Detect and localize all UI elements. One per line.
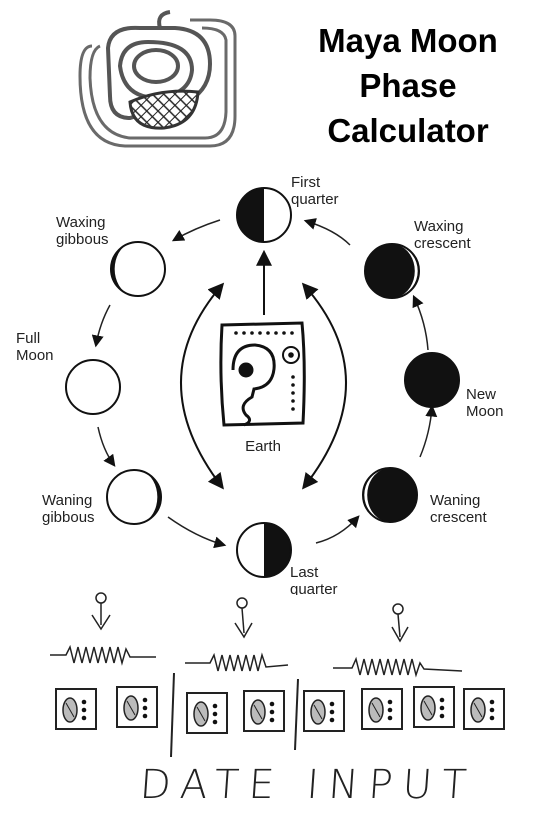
full-moon-label-line1: Full [16, 330, 40, 347]
first-quarter-label-line1: First [291, 174, 321, 191]
mayan-date-glyphs [50, 592, 505, 758]
title-line-1: Maya Moon [318, 22, 498, 59]
phase-waning-crescent: Waning crescent [362, 467, 488, 526]
new-moon-label-line1: New [466, 386, 496, 403]
svg-text:Waxing crescent: Waxing crescent [414, 218, 472, 252]
moon-phase-diagram: Earth First quarter Waxing crescent New … [16, 174, 504, 595]
svg-text:Waning gibbous: Waning gibbous [42, 492, 96, 526]
full-moon-icon [65, 359, 121, 415]
phase-waxing-gibbous: Waxing gibbous [56, 214, 166, 297]
waning-gibbous-moon-icon [106, 469, 162, 525]
svg-text:Full Moon: Full Moon [16, 330, 54, 364]
waning-crescent-label-line1: Waning [430, 492, 480, 509]
phase-waning-gibbous: Waning gibbous [42, 469, 162, 526]
phase-new-moon: New Moon [404, 352, 504, 420]
svg-text:Last quarter: Last quarter [290, 564, 338, 595]
earth-dots-right [291, 375, 295, 411]
waning-gibbous-label-line1: Waning [42, 492, 92, 509]
date-pointer-2 [234, 597, 253, 639]
waxing-gibbous-moon-icon [110, 241, 166, 297]
date-glyph-row [55, 686, 505, 734]
phase-full-moon: Full Moon [16, 330, 121, 415]
last-quarter-label-line2: quarter [290, 581, 338, 595]
date-input-label: DATE INPUT [138, 762, 478, 808]
first-quarter-label-line2: quarter [291, 191, 339, 208]
new-moon-icon [404, 352, 460, 408]
title-line-2: Phase [359, 67, 457, 104]
waning-crescent-moon-icon [362, 467, 418, 523]
waxing-crescent-label-line2: crescent [414, 235, 472, 252]
last-quarter-moon-icon [236, 522, 292, 578]
svg-text:Waxing gibbous: Waxing gibbous [56, 214, 110, 248]
waxing-gibbous-label-line1: Waxing [56, 214, 105, 231]
earth-arrows [180, 249, 347, 490]
svg-text:Waning crescent: Waning crescent [430, 492, 488, 526]
first-quarter-moon-icon [236, 187, 292, 243]
maya-moon-glyph-logo [78, 10, 237, 148]
date-pointer-1 [91, 592, 111, 631]
last-quarter-label-line1: Last [290, 564, 319, 581]
page-title: Maya Moon Phase Calculator [288, 18, 528, 153]
waxing-gibbous-label-line2: gibbous [56, 231, 109, 248]
svg-text:New Moon: New Moon [466, 386, 504, 420]
full-moon-label-line2: Moon [16, 347, 54, 364]
earth-label: Earth [245, 438, 281, 455]
earth-glyph: Earth [219, 321, 306, 455]
date-dividers [170, 672, 299, 758]
waxing-crescent-moon-icon [364, 243, 420, 299]
svg-text:First quarter: First quarter [291, 174, 339, 208]
title-line-3: Calculator [327, 112, 489, 149]
waning-crescent-label-line2: crescent [430, 509, 488, 526]
phase-waxing-crescent: Waxing crescent [364, 218, 472, 299]
earth-dots-top [234, 331, 294, 335]
new-moon-label-line2: Moon [466, 403, 504, 420]
waning-gibbous-label-line2: gibbous [42, 509, 95, 526]
waxing-crescent-label-line1: Waxing [414, 218, 463, 235]
date-pointer-3 [391, 603, 409, 643]
phase-first-quarter: First quarter [236, 174, 339, 243]
cycle-arrows [91, 218, 438, 549]
date-wave-lines [50, 644, 463, 678]
